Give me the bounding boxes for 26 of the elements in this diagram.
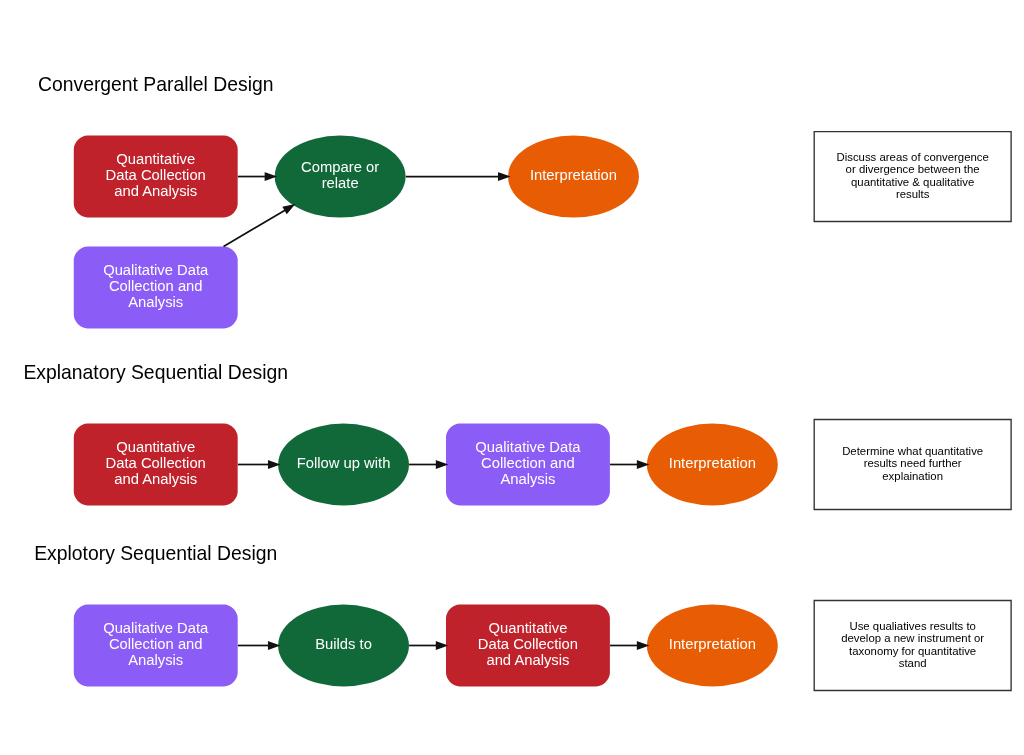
arrow	[609, 459, 650, 469]
node-ellipse: Builds to	[278, 604, 409, 686]
label: Explanatory Sequential Design	[23, 360, 288, 383]
node-box: Discuss areas of convergence or divergence between the quantitative & qualitative results	[813, 130, 1012, 222]
node-box: Quantitative Data Collection and Analysis	[446, 604, 610, 686]
arrow	[222, 203, 296, 247]
node-box: Qualitative Data Collection and Analysis	[446, 423, 610, 505]
label: Explotory Sequential Design	[34, 541, 278, 564]
node-ellipse: Follow up with	[278, 423, 409, 505]
arrow	[237, 459, 281, 469]
arrow	[404, 171, 511, 181]
node-box: Qualitative Data Collection and Analysis	[73, 604, 238, 686]
arrow	[237, 171, 278, 181]
node-box: Qualitative Data Collection and Analysis	[73, 246, 238, 328]
node-ellipse: Interpretation	[646, 604, 778, 686]
arrow	[408, 459, 449, 469]
node-box: Determine what quantitative results need further explaination	[813, 418, 1012, 510]
node-box: Quantitative Data Collection and Analysis	[73, 135, 238, 217]
node-box: Use qualiatives results to develop a new instrument or taxonomy for quantitative stand	[813, 599, 1012, 691]
node-box: Quantitative Data Collection and Analysis	[73, 423, 238, 505]
arrow	[408, 640, 449, 650]
node-ellipse: Interpretation	[646, 423, 778, 505]
arrow	[609, 640, 650, 650]
label: Convergent Parallel Design	[37, 72, 274, 95]
node-ellipse: Interpretation	[508, 135, 639, 217]
arrow	[237, 640, 281, 650]
